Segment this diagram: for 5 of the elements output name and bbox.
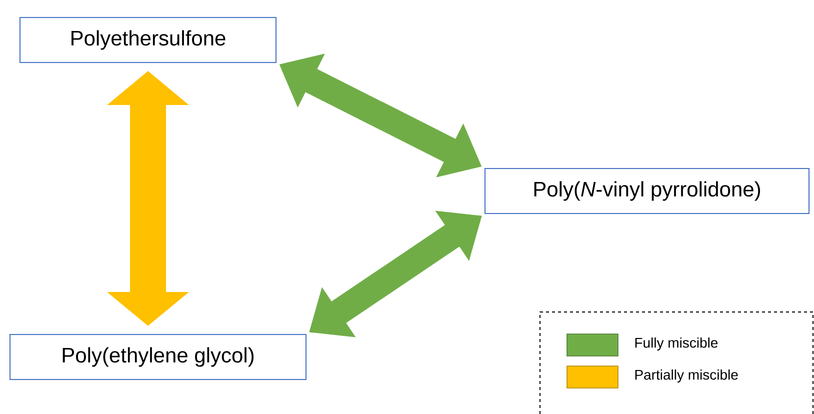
legend-label: Fully miscible — [635, 337, 718, 350]
legend-label: Partially miscible — [635, 369, 738, 382]
label-box: Poly(N-vinyl pyrrolidone) — [484, 168, 810, 214]
label-box: Poly(ethylene glycol) — [10, 334, 306, 380]
label-box: Polyethersulfone — [20, 17, 276, 63]
